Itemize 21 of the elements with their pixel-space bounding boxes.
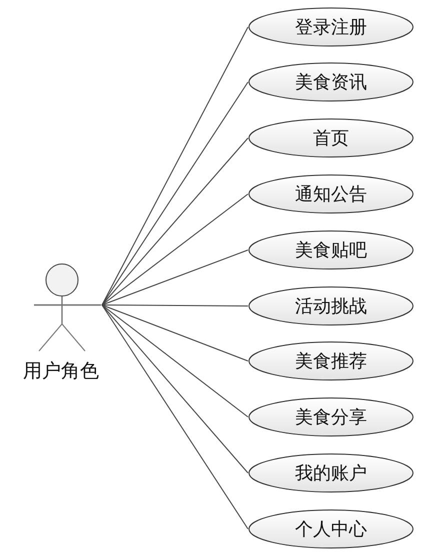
use-case-ellipse: 美食贴吧	[248, 230, 414, 270]
use-case-ellipse: 个人中心	[248, 509, 414, 549]
association-line	[102, 194, 248, 306]
use-case-ellipse: 首页	[248, 118, 414, 158]
use-case-ellipse: 美食资讯	[248, 62, 414, 102]
association-line	[102, 26, 248, 306]
use-case-ellipse: 登录注册	[248, 7, 414, 47]
association-line	[102, 304, 248, 362]
actor-name: 用户角色	[22, 359, 100, 384]
association-line	[102, 304, 248, 306]
association-line	[102, 304, 248, 530]
use-case-ellipse: 我的账户	[248, 453, 414, 493]
use-case-ellipse: 美食推荐	[248, 341, 414, 381]
use-case-ellipse: 活动挑战	[248, 286, 414, 326]
association-line	[102, 138, 248, 306]
association-line	[102, 304, 248, 418]
association-line	[102, 82, 248, 306]
association-line	[102, 304, 248, 474]
association-line	[102, 250, 248, 306]
use-case-ellipse: 美食分享	[248, 397, 414, 437]
use-case-ellipse: 通知公告	[248, 174, 414, 214]
